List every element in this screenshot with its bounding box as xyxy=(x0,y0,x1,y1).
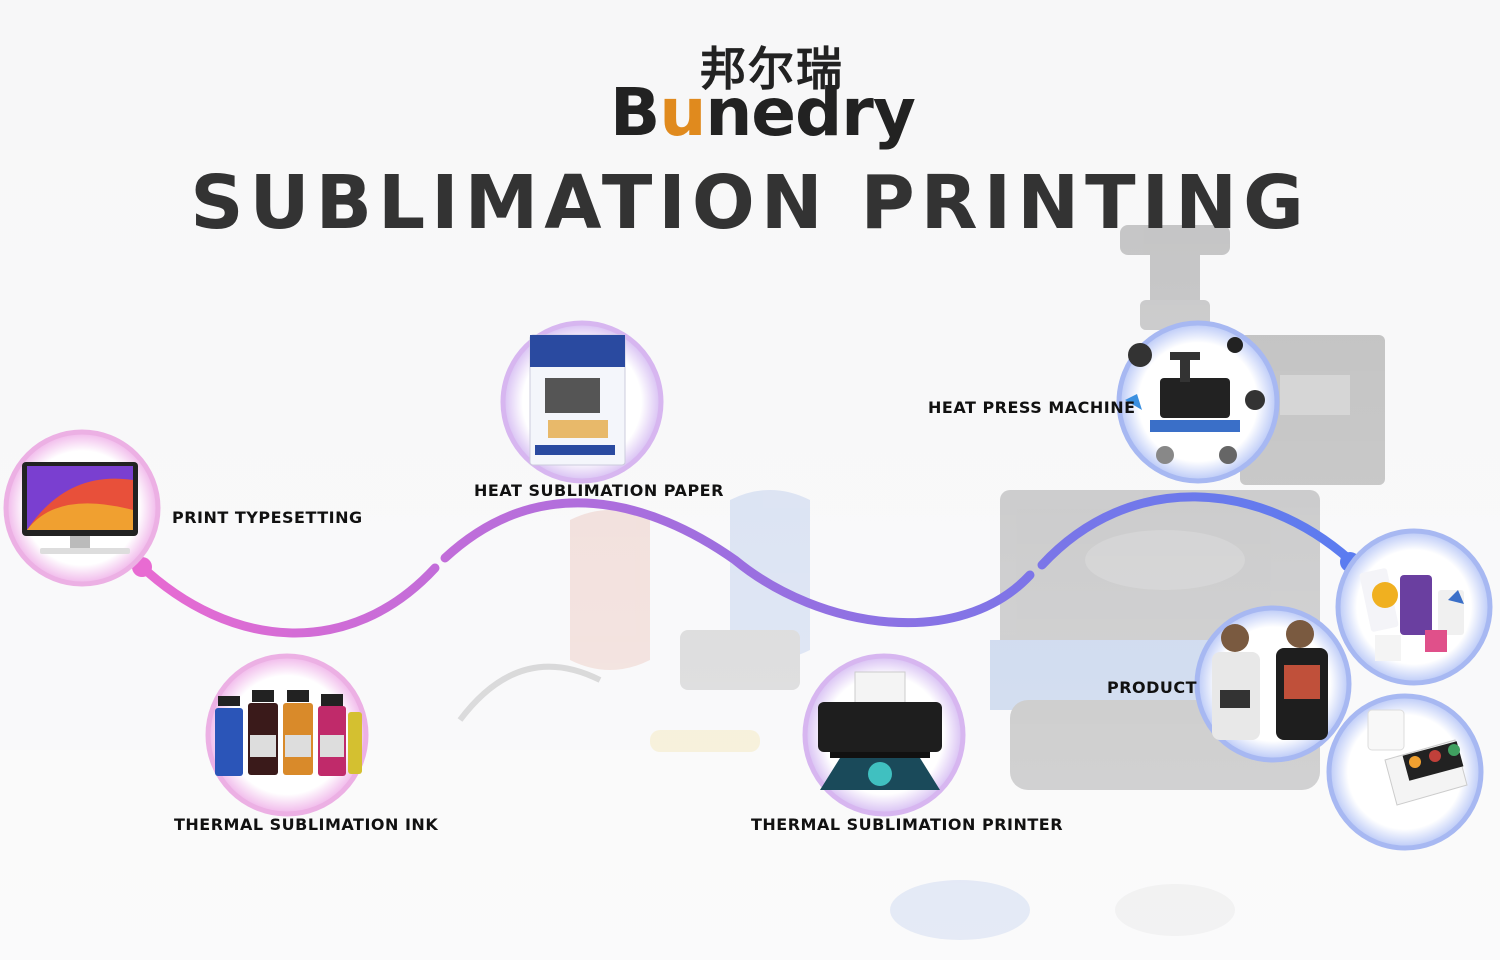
step-heat-sublimation-paper-image xyxy=(500,320,664,484)
step-label-print-typesetting: PRINT TYPESETTING xyxy=(172,508,363,527)
step-label-thermal-sublimation-printer: THERMAL SUBLIMATION PRINTER xyxy=(751,815,1064,834)
flow-curve xyxy=(135,492,1355,638)
mug-icon xyxy=(1367,709,1468,806)
printer-icon xyxy=(818,671,942,790)
step-label-heat-sublimation-paper: HEAT SUBLIMATION PAPER xyxy=(474,481,724,500)
step-print-typesetting-image xyxy=(3,429,161,587)
brand-name-chinese: 邦尔瑞 xyxy=(700,42,844,96)
brand-logo: Bunedry xyxy=(610,78,916,148)
tshirt-icon xyxy=(1212,620,1328,740)
ink-bottles-icon xyxy=(215,690,362,776)
monitor-icon xyxy=(22,462,138,554)
step-thermal-sublimation-ink-image xyxy=(205,653,369,817)
paper-pack-icon xyxy=(529,334,626,466)
product-image-tshirts xyxy=(1194,605,1352,763)
product-image-mug xyxy=(1326,693,1484,851)
brand-rest: nedry xyxy=(705,74,916,151)
stickers-icon xyxy=(1359,568,1464,661)
step-label-product: PRODUCT xyxy=(1107,678,1198,697)
brand-letter-u: u xyxy=(659,74,706,151)
page-title: SUBLIMATION PRINTING xyxy=(190,160,1310,246)
brand-letter-b: B xyxy=(610,74,660,151)
step-label-heat-press-machine: HEAT PRESS MACHINE xyxy=(928,398,1136,417)
heat-press-icon xyxy=(1125,337,1265,464)
step-thermal-sublimation-printer-image xyxy=(802,653,966,817)
step-heat-press-machine-image xyxy=(1116,320,1280,484)
product-image-stickers xyxy=(1335,528,1493,686)
step-label-thermal-sublimation-ink: THERMAL SUBLIMATION INK xyxy=(174,815,439,834)
